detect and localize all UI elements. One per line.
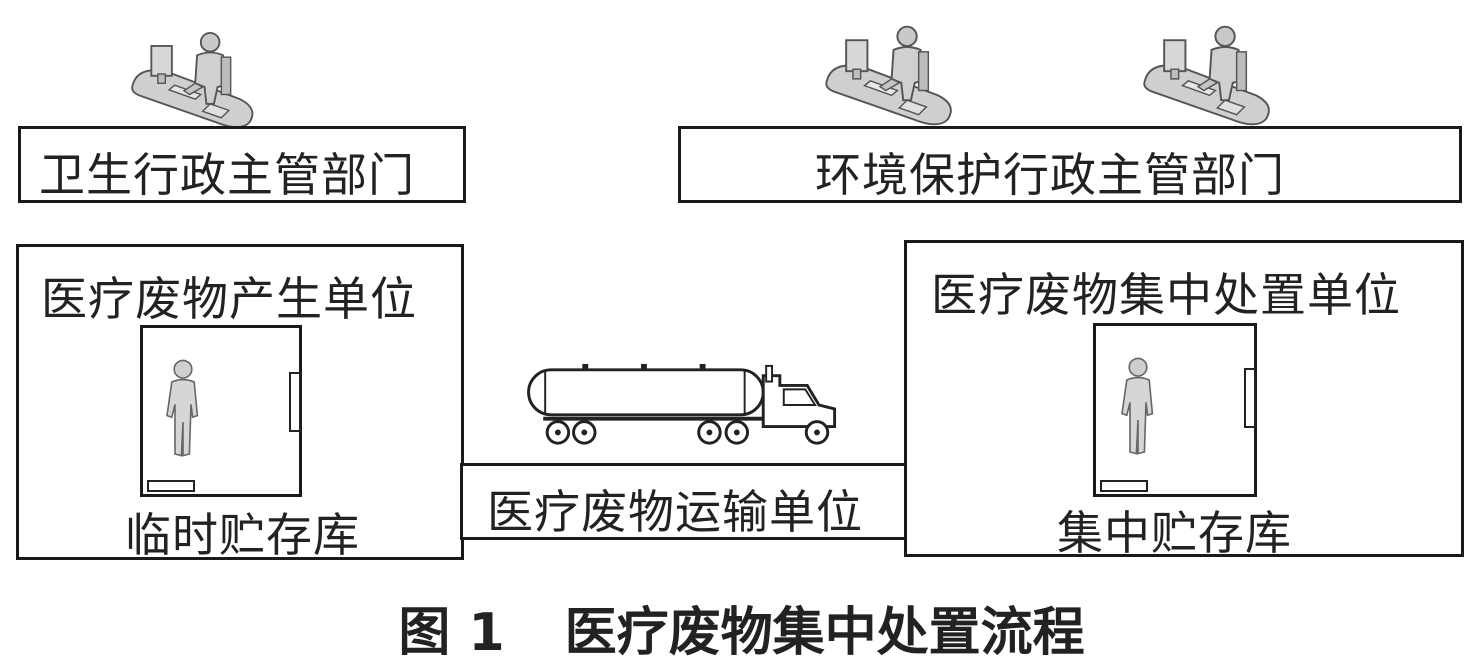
tanker-truck-icon: [526, 362, 837, 446]
disposal-label: 医疗废物集中处置单位: [931, 268, 1401, 322]
transport-label: 医疗废物运输单位: [487, 485, 863, 539]
env-dept-label: 环境保护行政主管部门: [815, 148, 1285, 202]
threshold: [147, 480, 195, 492]
central-storage-room: [1093, 323, 1257, 497]
central-storage-label: 集中贮存库: [1057, 506, 1292, 560]
health-dept-box: 卫生行政主管部门: [18, 126, 466, 203]
office-worker-icon: [825, 25, 952, 126]
producer-box: 医疗废物产生单位 临时贮存库: [16, 244, 464, 562]
door-icon: [289, 372, 301, 432]
figure-number: 图 1: [398, 603, 505, 663]
office-worker-icon: [1143, 25, 1270, 126]
disposal-box: 医疗废物集中处置单位 集中贮存库: [904, 240, 1464, 560]
env-dept-box: 环境保护行政主管部门: [678, 126, 1462, 203]
door-icon: [1244, 368, 1256, 428]
figure-caption: 图 1 医疗废物集中处置流程: [0, 590, 1483, 665]
protective-suit-worker-icon: [1121, 357, 1154, 455]
transport-box: 医疗废物运输单位: [460, 463, 910, 540]
temporary-storage-room: [140, 325, 302, 497]
producer-label: 医疗废物产生单位: [41, 272, 417, 326]
health-dept-label: 卫生行政主管部门: [39, 148, 415, 202]
temporary-storage-label: 临时贮存库: [125, 508, 360, 562]
office-worker-icon: [131, 31, 254, 129]
figure-title: 医疗废物集中处置流程: [564, 603, 1085, 663]
protective-suit-worker-icon: [166, 359, 199, 457]
threshold: [1100, 480, 1148, 492]
